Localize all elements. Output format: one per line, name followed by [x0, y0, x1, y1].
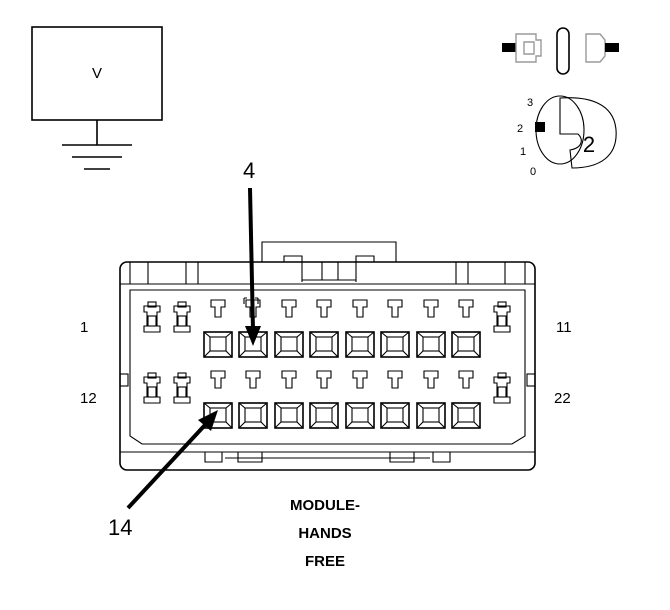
pin-cavity-21	[451, 370, 481, 429]
pin-cavity-13	[173, 372, 191, 404]
pin-cavity-10	[451, 299, 481, 358]
connector-body	[119, 241, 536, 471]
key-position-2: 2	[517, 123, 523, 135]
pin-cavity-5	[274, 299, 304, 358]
callout-pin-4: 4	[243, 158, 261, 346]
pin-cavity-11	[493, 301, 511, 333]
callout-label-4: 4	[243, 158, 255, 183]
ignition-key-icon: 3 2 1 0 2	[517, 95, 617, 178]
pin-cavity-7	[345, 299, 375, 358]
pin-cavity-2	[173, 301, 191, 333]
connector-pins	[143, 299, 511, 429]
pin-label-12: 12	[80, 390, 97, 407]
pin-label-1: 1	[80, 319, 88, 336]
pin-cavity-19	[380, 370, 410, 429]
pin-cavity-3	[203, 299, 233, 358]
caption-line-1: MODULE-	[290, 497, 360, 514]
pin-cavity-22	[493, 372, 511, 404]
connector-disconnect-icon	[502, 27, 619, 75]
key-position-1: 1	[520, 146, 526, 158]
pin-cavity-9	[416, 299, 446, 358]
voltmeter: V	[31, 26, 163, 170]
pin-cavity-1	[143, 301, 161, 333]
pin-label-11: 11	[556, 319, 572, 336]
pin-cavity-15	[238, 370, 268, 429]
pin-cavity-20	[416, 370, 446, 429]
pin-cavity-17	[309, 370, 339, 429]
pin-cavity-18	[345, 370, 375, 429]
key-selected-position: 2	[583, 132, 595, 157]
callout-pin-14: 14	[108, 410, 218, 540]
caption-line-2: HANDS	[298, 525, 351, 542]
key-position-0: 0	[530, 166, 536, 178]
callout-label-14: 14	[108, 515, 132, 540]
voltmeter-symbol: V	[92, 65, 102, 82]
ground-icon	[62, 144, 132, 170]
caption-line-3: FREE	[305, 553, 345, 570]
pin-cavity-8	[380, 299, 410, 358]
pin-cavity-12	[143, 372, 161, 404]
pin-label-22: 22	[554, 390, 571, 407]
pin-cavity-16	[274, 370, 304, 429]
key-position-3: 3	[527, 97, 533, 109]
pin-cavity-6	[309, 299, 339, 358]
